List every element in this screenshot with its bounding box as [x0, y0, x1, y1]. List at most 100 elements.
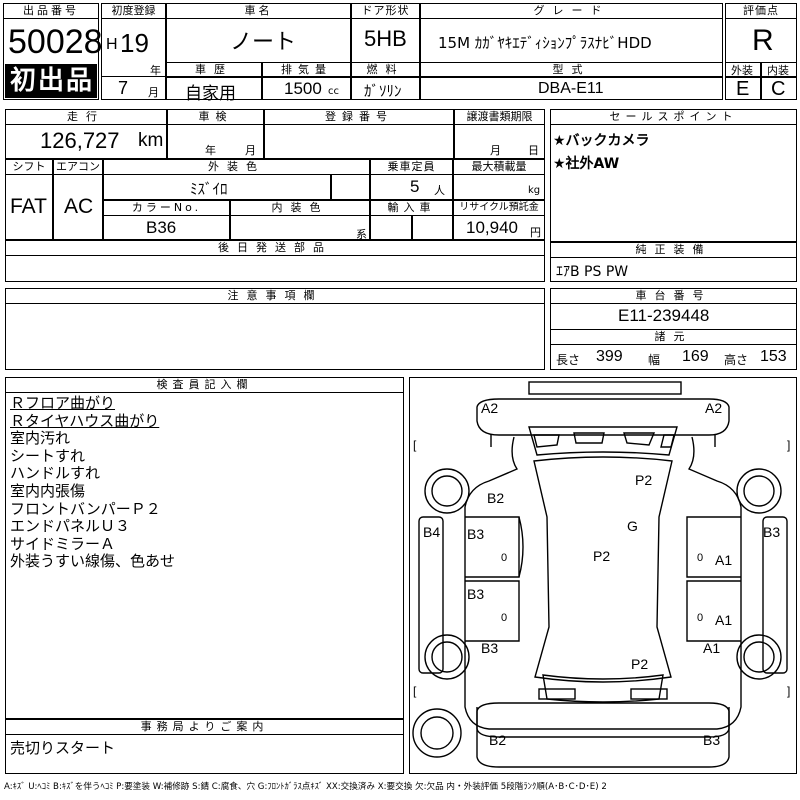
- transfer-cell: [454, 124, 545, 159]
- inspection-year-unit: 年: [205, 144, 216, 157]
- damage-mark: B3: [703, 732, 720, 748]
- grade-header: グレード: [420, 3, 723, 19]
- height-label: 高さ: [724, 353, 749, 367]
- damage-mark: B3: [763, 524, 780, 540]
- inspector-note: エンドパネルＵ３: [10, 517, 131, 536]
- displacement-header: 排気量: [262, 62, 351, 77]
- dims-header: 諸元: [550, 329, 797, 345]
- ext-color: ﾐｽﾞｲﾛ: [190, 180, 228, 198]
- inspector-header: 検査員記入欄: [5, 377, 404, 393]
- first-reg-header: 初度登録: [101, 3, 166, 19]
- max-load-unit: kg: [528, 185, 541, 196]
- car-name: ノート: [230, 30, 297, 55]
- reg-no-header: 登録番号: [264, 109, 454, 125]
- transfer-month-unit: 月: [490, 144, 501, 157]
- car-damage-diagram: A2 A2 B2 P2 G B4 B3 B3 P2 A1 B3 A1 B3 A1…: [412, 381, 790, 768]
- inspection-cell: [167, 124, 264, 159]
- model-code: DBA-E11: [538, 80, 604, 97]
- small-mark: 0: [697, 612, 703, 624]
- int-color-cell: [230, 215, 370, 240]
- exterior-score-label: 外装: [731, 64, 753, 77]
- lot-number: 50028: [8, 23, 103, 61]
- inspector-note: 外装うすい線傷、色あせ: [10, 552, 176, 571]
- damage-mark: B3: [467, 526, 484, 542]
- capacity-cell: [370, 174, 453, 200]
- aircon-cell: [53, 174, 103, 240]
- shift-cell: [5, 174, 53, 240]
- inspection-header: 車検: [167, 109, 264, 125]
- later-parts-header: 後日発送部品: [5, 240, 545, 256]
- first-listing-badge: [5, 64, 97, 98]
- ext-color-cell: [103, 174, 331, 200]
- small-mark: 0: [697, 552, 703, 564]
- exterior-score-cell: [725, 77, 761, 100]
- chassis-header: 車台番号: [550, 288, 797, 304]
- damage-mark: B4: [423, 524, 440, 540]
- first-listing-label: 初出品: [10, 66, 95, 96]
- displacement: 1500: [284, 79, 322, 98]
- interior-score-header: [761, 62, 797, 77]
- import-cell-b: [412, 215, 453, 240]
- damage-diagram-frame: [409, 377, 797, 774]
- recycle-fee: 10,940: [466, 218, 518, 237]
- bracket-mark: [: [413, 684, 417, 698]
- reg-no-cell: [264, 124, 454, 159]
- fuel: ｶﾞｿﾘﾝ: [364, 82, 402, 100]
- interior-score: C: [771, 78, 786, 100]
- small-mark: 0: [501, 612, 507, 624]
- sales-points-header: セールスポイント: [550, 109, 797, 125]
- grade: 15M ｶｶﾞﾔｷｴﾃﾞｨｼｮﾝﾌﾟﾗｽﾅﾋﾞHDD: [438, 34, 652, 52]
- recycle-header: リサイクル預託金: [453, 200, 545, 216]
- capacity: 5: [410, 177, 420, 196]
- bracket-mark: [: [413, 438, 417, 452]
- fuel-cell: [351, 77, 420, 100]
- color-no-header: カラーNo.: [103, 200, 230, 216]
- recycle-cell: [453, 215, 545, 240]
- genuine-header: 純正装備: [550, 242, 797, 258]
- recycle-unit: 円: [530, 226, 541, 239]
- width: 169: [682, 348, 709, 365]
- small-mark: 0: [501, 552, 507, 564]
- damage-mark: A1: [703, 640, 720, 656]
- shift-header: シフト: [5, 159, 53, 175]
- mileage-cell: [5, 124, 167, 159]
- sales-points-box: [550, 109, 797, 242]
- lot-number-header: 出品番号: [3, 3, 99, 19]
- fuel-header: 燃料: [351, 62, 420, 77]
- damage-mark: B3: [467, 586, 484, 602]
- aircon: AC: [64, 195, 94, 218]
- history-header: 車歴: [166, 62, 262, 77]
- length: 399: [596, 348, 623, 365]
- damage-mark: G: [627, 518, 638, 534]
- chassis-number: E11-239448: [618, 306, 710, 325]
- exterior-score: E: [736, 78, 750, 100]
- max-load-cell: [453, 174, 545, 200]
- color-no-cell: [103, 215, 230, 240]
- int-color-unit: 系: [356, 228, 367, 241]
- office-note: 売切りスタート: [10, 739, 116, 757]
- score: R: [752, 24, 774, 57]
- inspector-note: シートすれ: [10, 446, 86, 465]
- damage-mark: P2: [593, 548, 610, 564]
- history-cell: [166, 77, 262, 100]
- import-cell-a: [370, 215, 412, 240]
- bracket-mark: ]: [787, 684, 790, 698]
- legend: A:ｷｽﾞ U:ﾍｺﾐ B:ｷｽﾞを伴うﾍｺﾐ P:要塗装 W:補修跡 S:錆 …: [4, 782, 607, 792]
- model-cell: [420, 77, 723, 100]
- reg-era: H: [106, 36, 118, 53]
- bracket-mark: ]: [787, 438, 790, 452]
- damage-mark: A1: [715, 612, 732, 628]
- transfer-header: 譲渡書類期限: [454, 109, 545, 125]
- inspector-note: サイドミラーＡ: [10, 534, 116, 553]
- damage-mark: B3: [481, 640, 498, 656]
- notes-header: 注意事項欄: [5, 288, 545, 304]
- score-header: 評価点: [725, 3, 797, 19]
- transfer-day-unit: 日: [528, 144, 539, 157]
- damage-mark: B2: [487, 490, 504, 506]
- damage-mark: P2: [635, 472, 652, 488]
- inspector-note: ハンドルすれ: [10, 464, 101, 483]
- capacity-header: 乗車定員: [370, 159, 453, 175]
- inspector-notes: Ｒフロア曲がり Ｒタイヤハウス曲がり 室内汚れ シートすれ ハンドルすれ 室内内…: [10, 394, 176, 571]
- reg-month: 7: [118, 78, 129, 98]
- max-load-header: 最大積載量: [453, 159, 545, 175]
